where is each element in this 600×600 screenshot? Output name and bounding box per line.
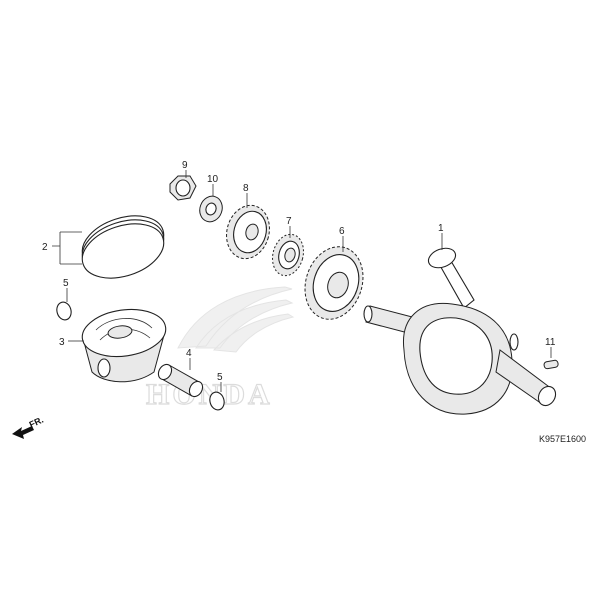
callout-3: 3 xyxy=(59,337,65,348)
callout-1: 1 xyxy=(438,223,444,234)
callout-11: 11 xyxy=(545,337,556,348)
callout-7: 7 xyxy=(286,216,292,227)
front-arrow-icon xyxy=(12,426,34,439)
honda-watermark: HONDA xyxy=(145,286,295,412)
timing-gear xyxy=(272,233,304,277)
callout-10: 10 xyxy=(207,174,219,185)
piston-ring-set xyxy=(81,215,165,279)
lock-nut xyxy=(169,175,197,201)
diagram-code: K957E1600 xyxy=(539,434,586,444)
balancer-drive-gear xyxy=(304,246,364,320)
piston-pin xyxy=(157,363,204,398)
callout-6: 6 xyxy=(339,226,345,237)
leader-lines xyxy=(52,170,552,392)
callout-5-upper: 5 xyxy=(63,278,69,289)
woodruff-key xyxy=(543,359,559,370)
primary-drive-gear xyxy=(226,204,270,260)
washer xyxy=(199,195,223,223)
callout-8: 8 xyxy=(243,183,249,194)
piston-pin-clip-lower xyxy=(209,391,225,411)
callout-numbers: 1 2 3 4 5 5 6 7 8 9 10 11 xyxy=(42,160,556,383)
callout-9: 9 xyxy=(182,160,188,171)
crankshaft xyxy=(363,247,557,415)
callout-4: 4 xyxy=(186,348,192,359)
piston xyxy=(81,308,167,383)
honda-watermark-text: HONDA xyxy=(146,378,273,411)
callout-5-lower: 5 xyxy=(217,372,223,383)
front-direction-indicator: FR. xyxy=(12,415,45,439)
piston-pin-clip-upper xyxy=(56,301,72,321)
callout-2: 2 xyxy=(42,242,48,253)
front-label: FR. xyxy=(28,415,45,430)
honda-wing-logo xyxy=(177,286,295,353)
